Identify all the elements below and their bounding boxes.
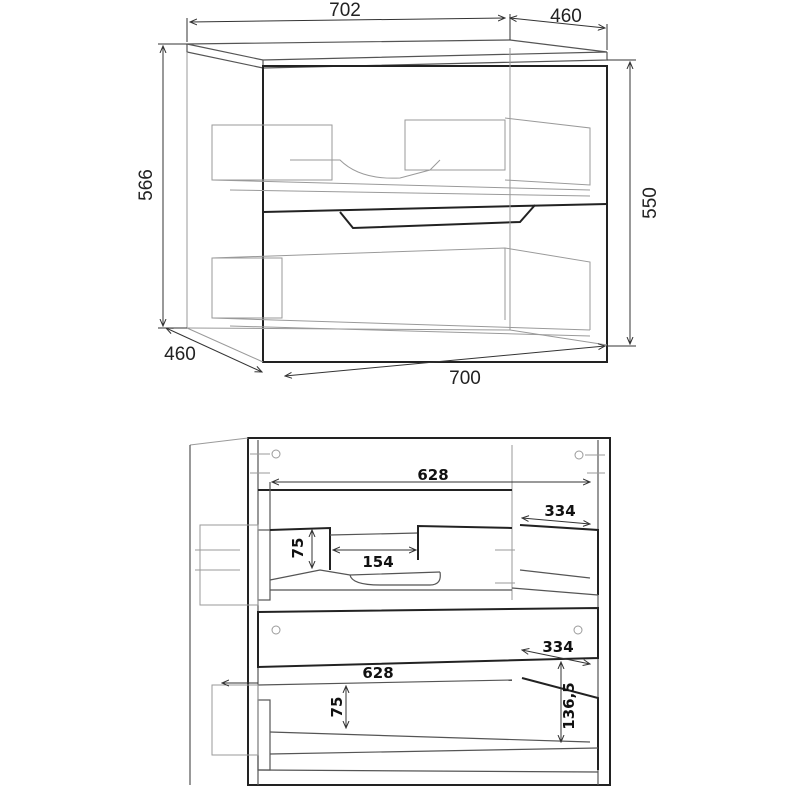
dim-upper-drawer-width: 628: [417, 466, 448, 484]
cabinet-front: [262, 65, 608, 363]
dim-height-total: 566: [136, 169, 157, 201]
dim-height-front: 550: [640, 187, 661, 219]
countertop: [186, 39, 608, 61]
hardware-screws: [195, 449, 605, 635]
dim-width-front: 700: [449, 368, 481, 389]
dim-lower-drawer-inner-height: 136,5: [560, 682, 578, 729]
dim-width-top: 702: [329, 0, 361, 21]
inner-view: 628 334 75 154 334 628 75 136,5: [189, 437, 611, 786]
dim-cutout-width: 154: [362, 553, 393, 571]
dimension-lines: [158, 14, 636, 376]
inner-dimension-lines: [222, 482, 590, 742]
dim-upper-drawer-depth: 334: [544, 502, 575, 520]
dim-lower-drawer-height: 75: [328, 697, 346, 718]
lower-drawer: [211, 606, 599, 773]
dim-depth-bottom: 460: [164, 344, 196, 365]
dim-lower-drawer-depth: 334: [542, 638, 573, 656]
dim-depth-top: 460: [550, 6, 582, 27]
dim-lower-drawer-width: 628: [362, 664, 393, 682]
drawer-divider: [262, 203, 608, 213]
dim-upper-drawer-height: 75: [289, 538, 307, 559]
upper-drawer: [199, 482, 599, 606]
upper-drawer-ghost: [211, 117, 591, 197]
drawer-handle: [339, 204, 536, 230]
perspective-view: 702 460 566 550 460 700: [136, 0, 661, 389]
lower-drawer-ghost: [211, 247, 591, 337]
